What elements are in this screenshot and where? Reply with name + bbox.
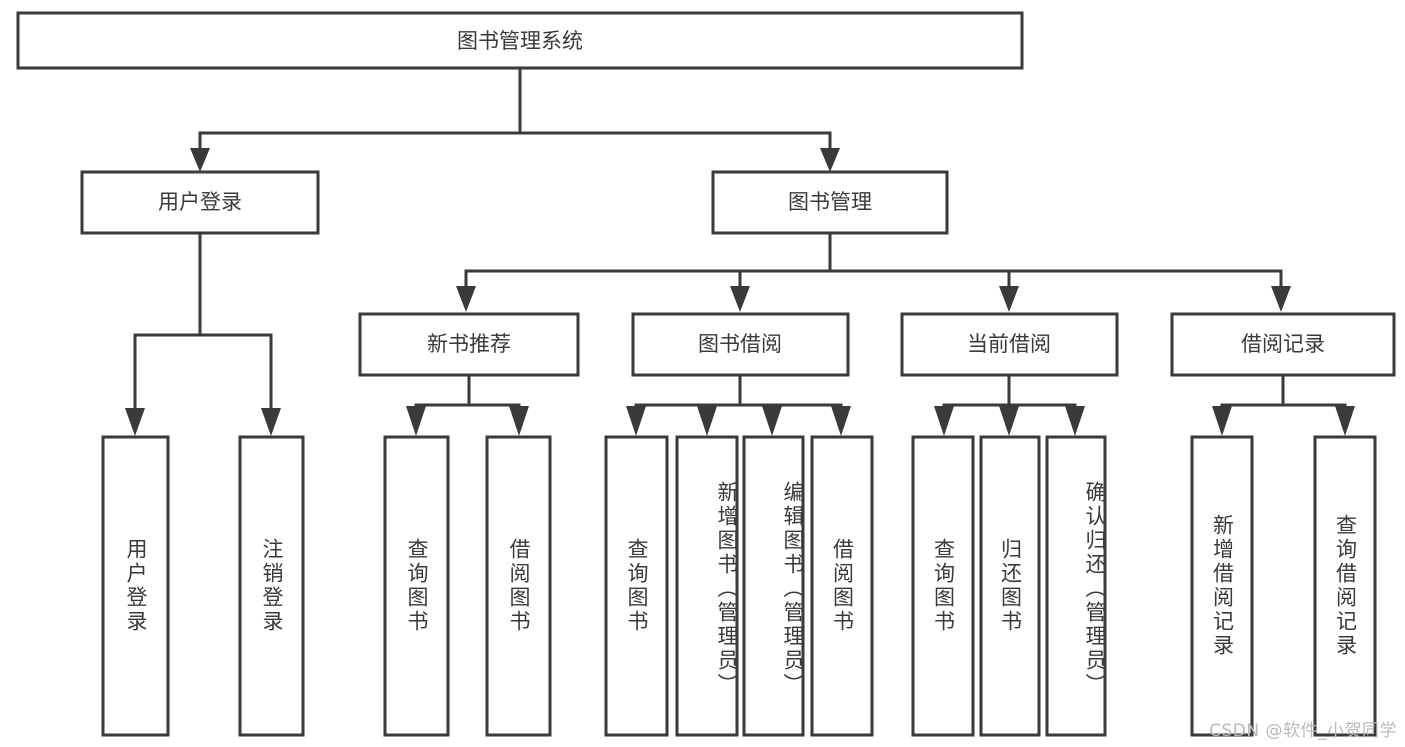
arrow-to-user-login	[190, 148, 210, 172]
arrow-ul-child2	[261, 408, 281, 436]
node-user-login-label: 用户登录	[158, 190, 242, 214]
arrow-bb-c4	[831, 406, 851, 436]
node-book-management-label: 图书管理	[788, 190, 872, 214]
arrow-to-current-borrow	[999, 286, 1019, 312]
leaf-user-login-1-rect[interactable]	[101, 435, 170, 737]
node-root-label: 图书管理系统	[457, 29, 583, 53]
leaf-book-borrow-4-rect[interactable]	[810, 435, 874, 737]
leaf-current-borrow-2-rect[interactable]	[979, 435, 1041, 737]
node-book-borrow[interactable]: 图书借阅	[631, 312, 850, 377]
node-borrow-record[interactable]: 借阅记录	[1170, 312, 1396, 377]
arrow-ul-child1	[125, 408, 145, 436]
arrow-bb-c3	[762, 406, 782, 436]
arrow-bb-c2	[697, 406, 717, 436]
arrow-cb-c3	[1065, 406, 1085, 436]
leaf-new-book-1-rect[interactable]	[383, 435, 450, 737]
node-borrow-record-label: 借阅记录	[1241, 332, 1325, 356]
node-new-book-recommend-label: 新书推荐	[427, 332, 511, 356]
leaf-new-book-2-rect[interactable]	[485, 435, 552, 737]
node-new-book-recommend[interactable]: 新书推荐	[358, 312, 580, 377]
watermark-text: CSDN @软件_小贺同学	[1209, 721, 1397, 741]
leaf-book-borrow-3-rect[interactable]	[742, 435, 805, 737]
arrow-nb-c2	[509, 406, 529, 436]
leaf-current-borrow-1-rect[interactable]	[911, 435, 975, 737]
arrow-br-c1	[1212, 406, 1232, 436]
node-book-borrow-rect[interactable]	[631, 312, 850, 377]
arrow-br-c2	[1335, 406, 1355, 436]
arrow-bb-c1	[626, 406, 646, 436]
leaf-current-borrow-3-rect[interactable]	[1045, 435, 1107, 737]
node-user-login-rect[interactable]	[80, 170, 320, 235]
arrow-cb-c2	[999, 406, 1019, 436]
leaf-book-borrow-1-rect[interactable]	[604, 435, 669, 737]
arrow-nb-c1	[406, 406, 426, 436]
node-book-management[interactable]: 图书管理	[711, 170, 949, 235]
node-book-management-rect[interactable]	[711, 170, 949, 235]
node-current-borrow[interactable]: 当前借阅	[900, 312, 1119, 377]
leaf-user-login-2-rect[interactable]	[238, 435, 305, 737]
node-current-borrow-label: 当前借阅	[967, 332, 1051, 356]
arrow-cb-c1	[934, 406, 954, 436]
node-borrow-record-rect[interactable]	[1170, 312, 1396, 377]
node-root[interactable]: 图书管理系统	[16, 11, 1024, 70]
arrow-to-borrow-record	[1271, 286, 1291, 312]
arrow-to-book-borrow	[730, 286, 750, 312]
arrow-to-new-book	[456, 286, 476, 312]
node-user-login[interactable]: 用户登录	[80, 170, 320, 235]
node-new-book-recommend-rect[interactable]	[358, 312, 580, 377]
leaf-borrow-record-1-rect[interactable]	[1190, 435, 1254, 737]
node-root-rect[interactable]	[16, 11, 1024, 70]
leaf-borrow-record-2-rect[interactable]	[1313, 435, 1377, 737]
node-current-borrow-rect[interactable]	[900, 312, 1119, 377]
leaf-book-borrow-2-rect[interactable]	[675, 435, 739, 737]
arrow-to-book-mgmt	[820, 148, 840, 172]
node-book-borrow-label: 图书借阅	[698, 332, 782, 356]
connectors	[125, 66, 1355, 436]
